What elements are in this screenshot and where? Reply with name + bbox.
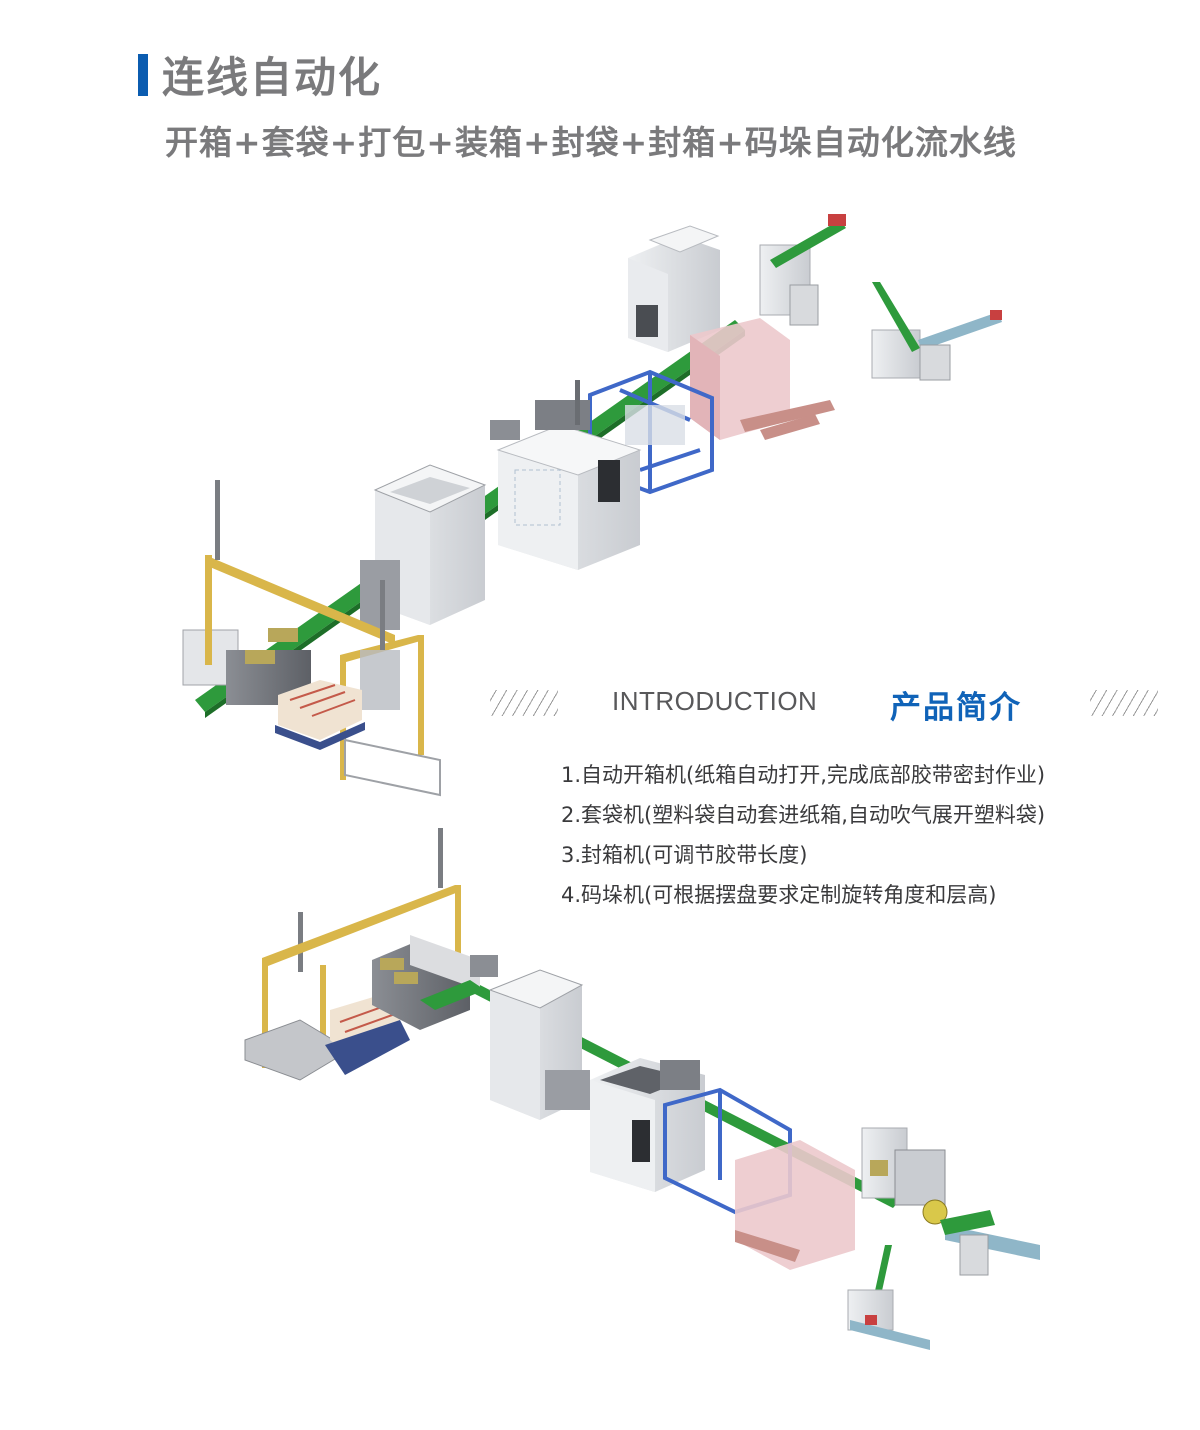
hatch-decoration-left — [490, 690, 558, 716]
packing-machine-icon — [372, 935, 498, 1030]
feature-item: 1.自动开箱机(纸箱自动打开,完成底部胶带密封作业) — [561, 763, 1046, 787]
intro-label-cn: 产品简介 — [890, 690, 1022, 726]
section-header: 连线自动化 — [138, 44, 382, 105]
title-accent-bar — [138, 53, 148, 96]
case-packer-icon — [488, 969, 590, 1120]
side-feeder-icon — [847, 1245, 930, 1350]
palletizer-gantry-icon — [244, 828, 461, 1081]
bagging-machine-icon — [590, 1058, 705, 1192]
bag-feeder-icon — [759, 214, 846, 326]
intro-label-en: INTRODUCTION — [612, 686, 818, 716]
feature-item: 4.码垛机(可根据摆盘要求定制旋转角度和层高) — [561, 883, 997, 907]
pallet-stack-icon — [275, 680, 441, 797]
palletizer-gantry-icon — [182, 480, 424, 780]
case-packer-icon — [360, 464, 487, 630]
bagging-enclosure-icon — [735, 1140, 855, 1270]
production-line-top — [182, 214, 1002, 797]
feature-item: 2.套袋机(塑料袋自动套进纸箱,自动吹气展开塑料袋) — [561, 803, 1046, 827]
intro-heading: INTRODUCTION 产品简介 — [490, 684, 1170, 726]
case-sealer-icon — [861, 1127, 1040, 1276]
feature-list: 1.自动开箱机(纸箱自动打开,完成底部胶带密封作业) 2.套袋机(塑料袋自动套进… — [561, 755, 1045, 915]
bagging-machine-icon — [490, 380, 642, 570]
hatch-decoration-right — [1090, 690, 1158, 716]
page-subtitle: 开箱+套袋+打包+装箱+封袋+封箱+码垛自动化流水线 — [165, 123, 1017, 162]
feature-item: 3.封箱机(可调节胶带长度) — [561, 843, 808, 867]
production-line-bottom — [244, 828, 1040, 1350]
case-erector-icon — [628, 225, 720, 352]
side-feeder-icon — [871, 282, 1002, 381]
page-title: 连线自动化 — [162, 53, 383, 102]
